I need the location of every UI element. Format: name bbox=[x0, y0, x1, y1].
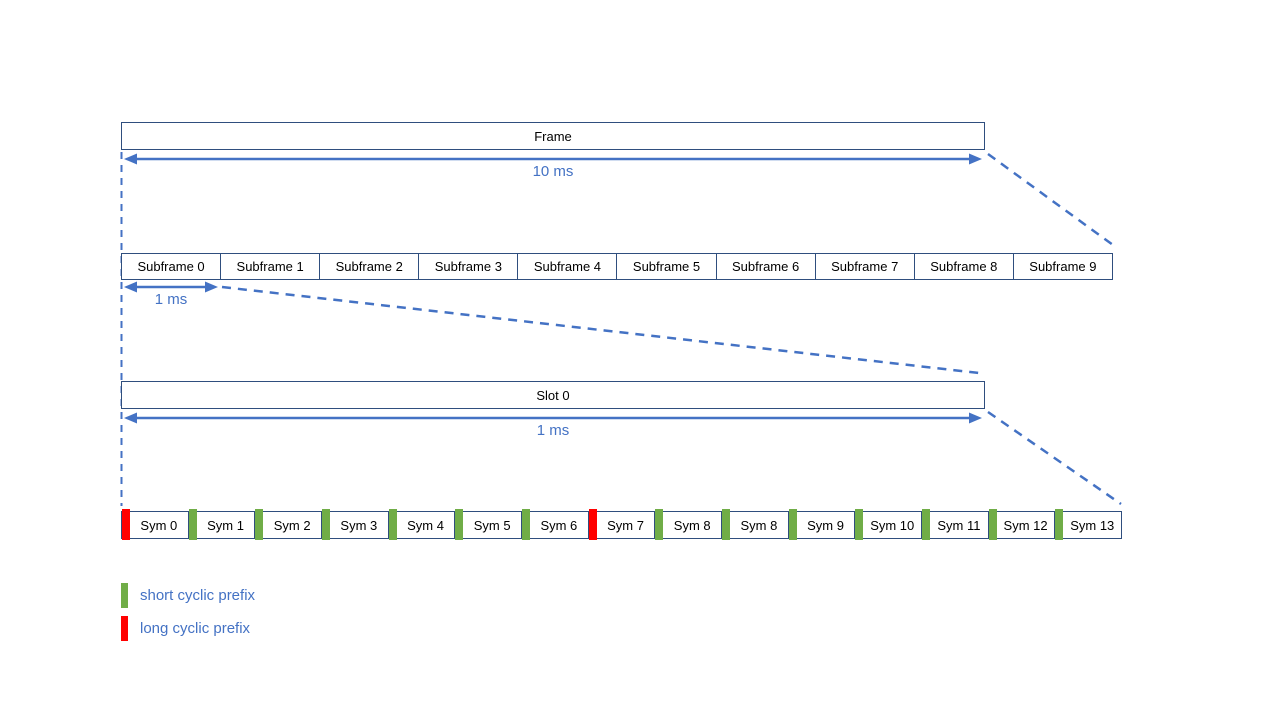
legend-label: long cyclic prefix bbox=[140, 620, 251, 637]
symbol-label: Sym 10 bbox=[870, 517, 915, 533]
symbol-label: Sym 13 bbox=[1070, 517, 1115, 533]
cyclic-prefix-strip bbox=[722, 509, 731, 540]
symbol-label: Sym 1 bbox=[207, 517, 244, 533]
cyclic-prefix-strip bbox=[188, 509, 197, 540]
subframe-cell: Subframe 6 bbox=[717, 254, 816, 279]
subframe-cell: Subframe 4 bbox=[518, 254, 618, 279]
symbol-label: Sym 6 bbox=[540, 517, 578, 533]
symbol-cell: Sym 7 bbox=[588, 509, 656, 540]
cyclic-prefix-strip bbox=[788, 509, 797, 540]
slot-to-symbols-dashed-line bbox=[987, 410, 1122, 506]
legend-item: short cyclic prefix bbox=[121, 583, 255, 608]
long-cyclic-prefix-swatch-icon bbox=[121, 616, 128, 641]
subframe-cell: Subframe 2 bbox=[320, 254, 420, 279]
cyclic-prefix-strip bbox=[588, 509, 597, 540]
frame-label: Frame bbox=[534, 128, 572, 144]
legend: short cyclic prefix long cyclic prefix bbox=[121, 583, 255, 641]
frame-to-subframe-dashed-line bbox=[987, 152, 1114, 247]
cyclic-prefix-strip bbox=[388, 509, 397, 540]
subframe-cell: Subframe 3 bbox=[419, 254, 519, 279]
subframe-cell: Subframe 1 bbox=[221, 254, 321, 279]
slot-label: Slot 0 bbox=[536, 387, 570, 403]
legend-label: short cyclic prefix bbox=[140, 587, 256, 604]
legend-item: long cyclic prefix bbox=[121, 616, 255, 641]
symbol-label: Sym 8 bbox=[673, 517, 711, 533]
cyclic-prefix-strip bbox=[855, 509, 864, 540]
symbol-cell: Sym 8 bbox=[722, 509, 789, 540]
symbol-cell: Sym 5 bbox=[455, 509, 523, 540]
symbol-cell: Sym 4 bbox=[388, 509, 456, 540]
symbol-label: Sym 7 bbox=[607, 517, 644, 533]
symbol-cell: Sym 2 bbox=[255, 509, 323, 540]
subframe-cell: Subframe 9 bbox=[1029, 259, 1097, 274]
symbol-cell: Sym 6 bbox=[522, 509, 589, 540]
symbol-label: Sym 5 bbox=[473, 517, 511, 533]
symbol-cell: Sym 8 bbox=[655, 509, 723, 540]
symbol-cell: Sym 12 bbox=[988, 509, 1056, 540]
cyclic-prefix-strip bbox=[322, 509, 331, 540]
cyclic-prefix-strip bbox=[655, 509, 664, 540]
symbol-row: Sym 0 Sym 1 Sym 2 Sym 3 Sym 4 Sym 5 Sym … bbox=[121, 509, 1122, 540]
symbol-cell: Sym 9 bbox=[788, 509, 856, 540]
cyclic-prefix-strip bbox=[988, 509, 997, 540]
cyclic-prefix-strip bbox=[455, 509, 464, 540]
symbol-cell: Sym 3 bbox=[322, 509, 389, 540]
subframe-duration-label: 1 ms bbox=[154, 291, 188, 308]
cyclic-prefix-strip bbox=[122, 509, 130, 540]
symbol-cell: Sym 13 bbox=[1055, 509, 1121, 540]
symbol-label: Sym 9 bbox=[807, 517, 844, 533]
subframe-cell: Subframe 0 bbox=[122, 254, 222, 279]
subframe-cell: Subframe 7 bbox=[816, 254, 915, 279]
cyclic-prefix-strip bbox=[522, 509, 531, 540]
symbol-label: Sym 2 bbox=[273, 517, 311, 533]
symbol-label: Sym 11 bbox=[937, 517, 981, 533]
slot-box: Slot 0 bbox=[121, 381, 985, 409]
symbol-label: Sym 12 bbox=[1003, 517, 1048, 533]
symbol-cell: Sym 1 bbox=[188, 509, 256, 540]
subframe-cell: Subframe 5 bbox=[617, 254, 717, 279]
symbol-label: Sym 8 bbox=[740, 517, 778, 533]
short-cyclic-prefix-swatch-icon bbox=[121, 583, 128, 608]
symbol-label: Sym 3 bbox=[340, 517, 378, 533]
cyclic-prefix-strip bbox=[255, 509, 264, 540]
subframe-row: Subframe 0 Subframe 1 Subframe 2 Subfram… bbox=[121, 253, 1113, 280]
subframe-cell: Subframe 8 bbox=[915, 254, 1014, 279]
cyclic-prefix-strip bbox=[1055, 509, 1064, 540]
symbol-cell: Sym 0 bbox=[122, 509, 189, 540]
symbol-cell: Sym 11 bbox=[922, 509, 989, 540]
frame-box: Frame bbox=[121, 122, 985, 150]
cyclic-prefix-strip bbox=[922, 509, 931, 540]
symbol-label: Sym 4 bbox=[407, 517, 444, 533]
subframe-to-slot-dashed-line bbox=[221, 285, 980, 375]
symbol-label: Sym 0 bbox=[140, 517, 178, 533]
slot-duration-label: 1 ms bbox=[536, 422, 570, 439]
symbol-cell: Sym 10 bbox=[855, 509, 923, 540]
frame-duration-label: 10 ms bbox=[532, 163, 574, 180]
